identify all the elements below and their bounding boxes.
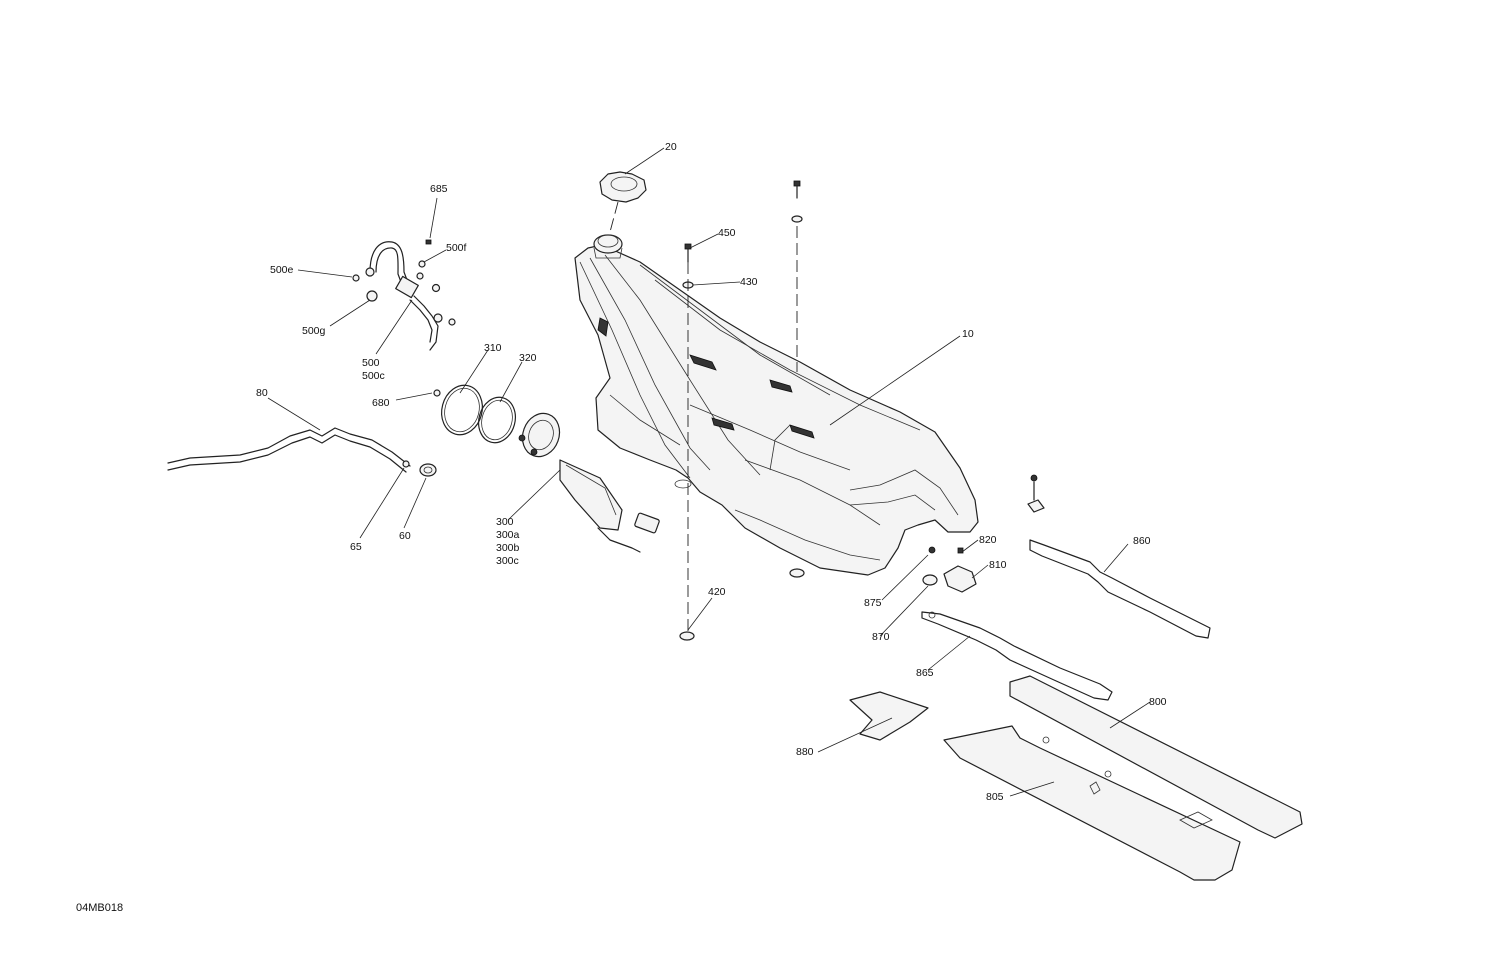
callout-430: 430 <box>740 276 758 288</box>
lock-ring-310-part <box>441 384 483 436</box>
grommet-870-875-part <box>922 546 938 586</box>
clamp-65-part <box>402 460 410 468</box>
callout-865: 865 <box>916 667 934 679</box>
callout-420: 420 <box>708 586 726 598</box>
callout-300: 300 <box>496 516 514 528</box>
fitting-60-part <box>419 463 437 477</box>
gasket-320-part <box>478 396 516 444</box>
callout-875: 875 <box>864 597 882 609</box>
heat-shield-880-part <box>849 691 929 741</box>
heat-shield-805-part <box>943 725 1241 881</box>
callout-10: 10 <box>962 328 974 340</box>
callout-500f: 500f <box>446 242 467 254</box>
callout-500: 500 <box>362 357 380 369</box>
bracket-865-part <box>921 611 1113 701</box>
callout-500e: 500e <box>270 264 294 276</box>
callout-805: 805 <box>986 791 1004 803</box>
callout-500c: 500c <box>362 370 385 382</box>
vent-hose-assembly-part <box>352 239 456 351</box>
callout-860: 860 <box>1133 535 1151 547</box>
callout-300c: 300c <box>496 555 519 567</box>
callout-870: 870 <box>872 631 890 643</box>
callout-300b: 300b <box>496 542 520 554</box>
callout-680: 680 <box>372 397 390 409</box>
callout-310: 310 <box>484 342 502 354</box>
fuel-tank-part <box>574 234 979 576</box>
callout-880: 880 <box>796 746 814 758</box>
screw-680-part <box>433 389 441 397</box>
callout-800: 800 <box>1149 696 1167 708</box>
callout-820: 820 <box>979 534 997 546</box>
clip-810-820-part <box>943 547 977 593</box>
callout-60: 60 <box>399 530 411 542</box>
bracket-860-part <box>1027 474 1211 639</box>
callout-500g: 500g <box>302 325 326 337</box>
drawing-id: 04MB018 <box>76 902 124 914</box>
fuel-cap-part <box>599 171 647 203</box>
heat-shield-800-part <box>1009 675 1303 839</box>
hardware-top-bolt <box>791 180 803 223</box>
callout-300a: 300a <box>496 529 520 541</box>
grommet-420-part <box>679 568 805 641</box>
callout-20: 20 <box>665 141 677 153</box>
leader-lines <box>267 147 1151 797</box>
callout-450: 450 <box>718 227 736 239</box>
fuel-pump-module-part <box>518 412 660 553</box>
callout-65: 65 <box>350 541 362 553</box>
callout-810: 810 <box>989 559 1007 571</box>
callout-320: 320 <box>519 352 537 364</box>
vent-line-80-part <box>167 427 411 473</box>
callout-80: 80 <box>256 387 268 399</box>
callout-labels: 20 685 500f 500e 500g 500 500c 450 430 1… <box>256 141 1167 803</box>
assembly-axis-cap <box>609 201 619 233</box>
callout-685: 685 <box>430 183 448 195</box>
